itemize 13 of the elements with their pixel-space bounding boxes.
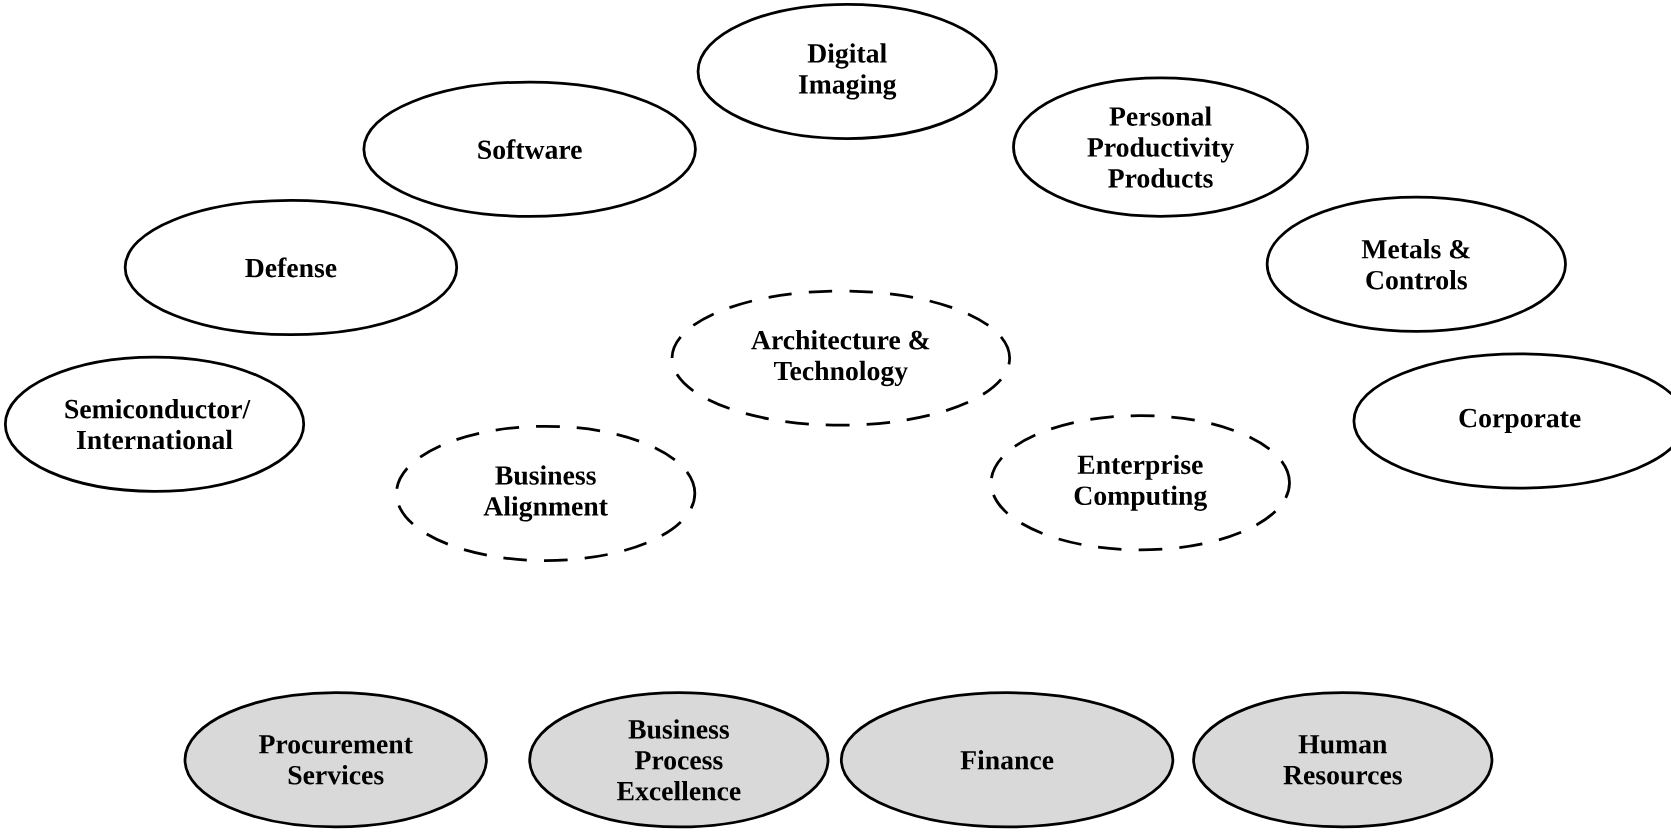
dashed-oval: Architecture & Technology — [670, 289, 1012, 427]
dashed-oval: Enterprise Computing — [989, 414, 1291, 552]
oval: Defense — [123, 198, 459, 336]
shaded-oval: Business Process Excellence — [528, 691, 830, 829]
shaded-oval: Procurement Services — [183, 691, 488, 829]
oval: Digital Imaging — [696, 2, 998, 140]
oval: Personal Productivity Products — [1012, 76, 1309, 218]
shaded-oval: Finance — [839, 691, 1175, 829]
shaded-oval: Human Resources — [1192, 691, 1494, 829]
oval: Semiconductor/ International — [3, 355, 306, 493]
oval: Software — [362, 80, 697, 218]
oval: Metals & Controls — [1265, 195, 1567, 333]
dashed-oval: Business Alignment — [395, 424, 697, 562]
